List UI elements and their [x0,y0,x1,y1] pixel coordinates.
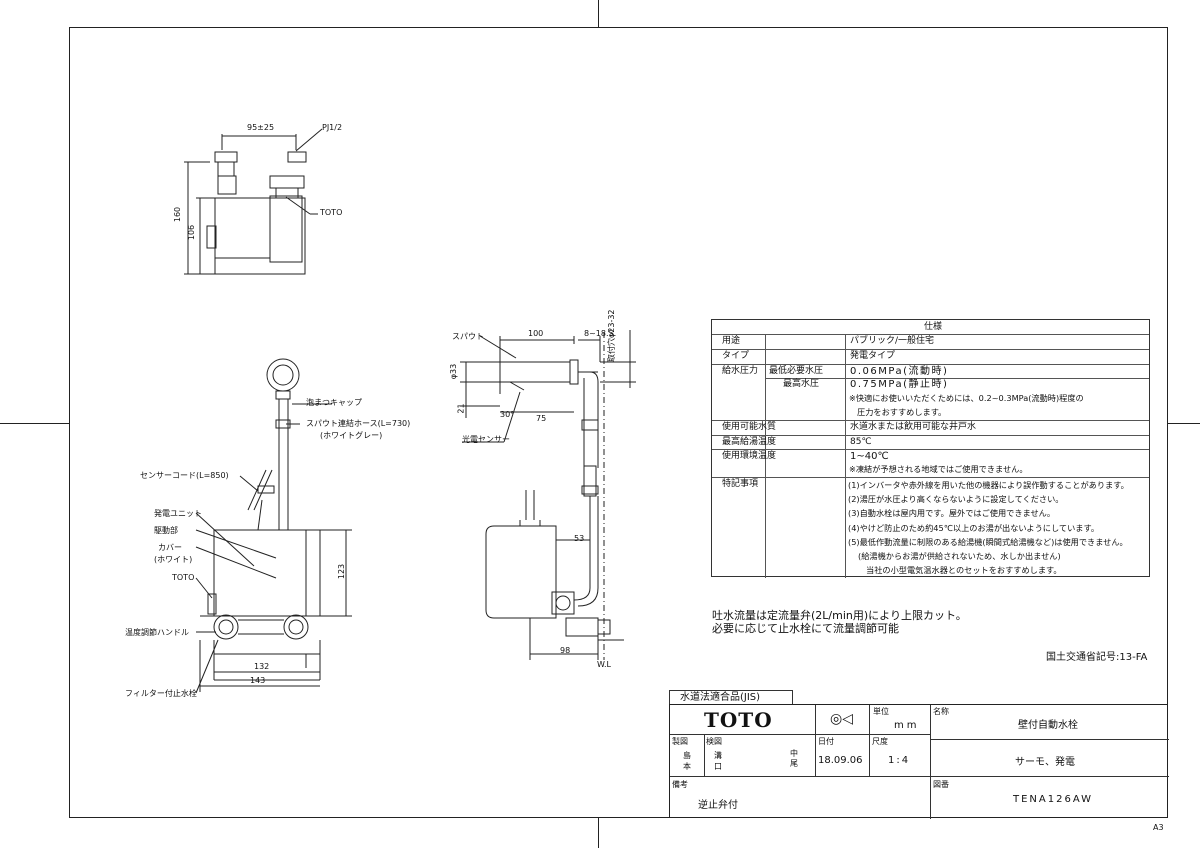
side-dim-diameter: φ33 [449,363,459,380]
side-dim-angle: 30° [500,410,515,419]
drawing-frame [69,27,1168,818]
side-label-spout: スパウト [452,332,484,341]
product-subname: サーモ、発電 [1015,757,1075,768]
spec-row-type: タイプ 発電タイプ [712,349,1149,364]
front-label-generator: 発電ユニット [154,509,202,518]
spec-row-min-pressure: 給水圧力 最低必要水圧 0.06MPa(流動時) [712,364,1149,378]
spec-row-water-quality: 使用可能水質 水道水または飲用可能な井戸水 [712,420,1149,435]
brand-logo: TOTO [704,708,773,732]
front-label-drive: 駆動部 [154,526,178,535]
center-tick-top [598,0,599,27]
sheet-size-label: A3 [1153,823,1164,832]
spec-row-max-pressure: 最高水圧 0.75MPa(静止時) ※快適にお使いいただくためには、0.2~0.… [712,378,1149,420]
mlit-code: 国土交通省記号:13-FA [1046,652,1148,663]
spec-table: 仕様 用途 パブリック/一般住宅 タイプ 発電タイプ 給水圧力 最低必要水圧 0… [711,319,1150,578]
front-dim-width-inner: 132 [254,662,270,671]
spec-row-usage: 用途 パブリック/一般住宅 [712,334,1149,349]
side-dim-98: 98 [560,646,571,655]
jis-label: 水道法適合品(JIS) [669,690,793,704]
front-label-hose-color: (ホワイトグレー) [320,431,383,440]
spec-row-special: 特記事項 (1)インバータや赤外線を用いた他の機器により誤作動することがあります… [712,477,1149,578]
spec-row-env-temp: 使用環境温度 1~40℃ ※凍結が予想される地域ではご使用できません。 [712,449,1149,477]
front-label-cap: 泡まつキャップ [306,398,362,407]
front-label-cover-color: (ホワイト) [154,555,193,564]
front-label-sensor-cord: センサーコード(L=850) [140,471,229,480]
front-dim-width-outer: 143 [250,676,266,685]
front-label-temp-handle: 温度調節ハンドル [125,628,189,637]
flow-note-1: 吐水流量は定流量弁(2L/min用)により上限カット。 [712,609,967,622]
top-label-thread: PJ1/2 [322,123,343,132]
side-view [460,330,636,660]
side-dim-wall: 8~18.5 [584,329,614,338]
top-dim-height-body: 106 [187,224,197,241]
side-dim-length: 100 [528,329,544,338]
side-dim-mount-hole: 取付穴φ23-32 [607,309,616,362]
center-tick-bottom [598,818,599,848]
title-block: TOTO ◎◁ 単位 mm 名称 壁付自動水栓 製図 島本 検図 溝口 中尾 日… [669,704,1169,819]
top-dim-width: 95±25 [247,123,275,132]
top-label-brand: TOTO [320,208,343,217]
drawing-number: TENA126AW [1013,794,1094,805]
front-dim-height: 123 [337,563,347,580]
top-view [184,128,323,275]
front-label-brand: TOTO [172,573,195,582]
center-tick-left [0,423,69,424]
front-label-cover: カバー [158,543,182,552]
side-label-sensor: 光電センサー [462,435,510,444]
front-label-hose: スパウト連結ホース(L=730) [306,419,411,428]
center-tick-right [1168,423,1200,424]
side-dim-75: 75 [536,414,547,423]
front-label-filter-valve: フィルター付止水栓 [125,689,197,698]
spec-row-max-hot: 最高給湯温度 85℃ [712,435,1149,449]
side-dim-53: 53 [574,534,585,543]
projection-symbol-icon: ◎◁ [830,711,853,727]
spec-title: 仕様 [924,322,943,332]
side-label-wl: W.L [597,660,611,669]
flow-note-2: 必要に応じて止水栓にて流量調節可能 [712,622,899,635]
side-dim-height-21: 21 [456,403,466,414]
product-name: 壁付自動水栓 [1018,720,1078,731]
top-dim-height-total: 160 [173,206,183,223]
front-view [195,358,352,694]
